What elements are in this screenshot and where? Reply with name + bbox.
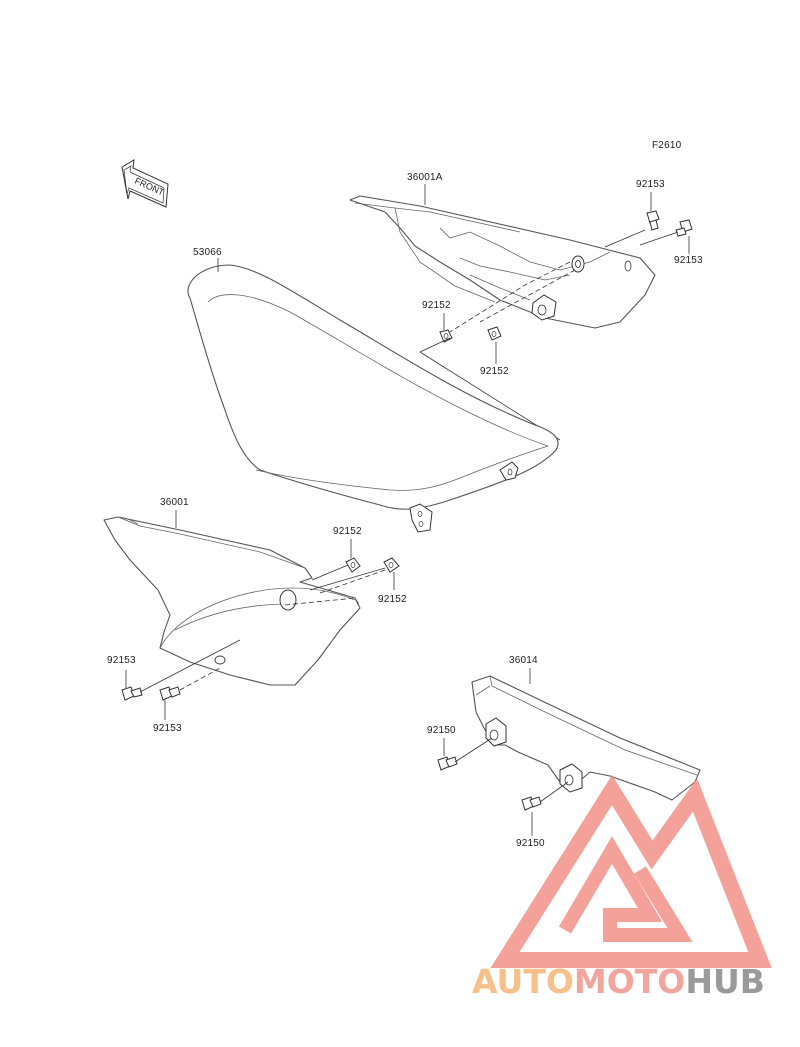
collar-left-upper-icon bbox=[345, 557, 361, 573]
left-side-cover bbox=[103, 516, 361, 686]
front-arrow-icon: FRONT bbox=[121, 159, 169, 208]
bolt-chain-lower-icon bbox=[521, 796, 542, 811]
collar-right-left-icon bbox=[439, 329, 453, 343]
label-bolt-right-upper: 92153 bbox=[636, 179, 665, 190]
label-bolt-chain-upper: 92150 bbox=[427, 725, 456, 736]
bolt-left-lower-icon bbox=[159, 686, 181, 701]
label-bolt-left-lower: 92153 bbox=[153, 723, 182, 734]
label-bolt-left-upper: 92153 bbox=[107, 655, 136, 666]
watermark-hub: HUB bbox=[685, 962, 765, 1001]
chain-cover bbox=[471, 675, 701, 801]
seat bbox=[187, 264, 559, 533]
bolt-chain-upper-icon bbox=[437, 756, 458, 771]
label-cover-left: 36001 bbox=[160, 497, 189, 508]
watermark-auto: AUTO bbox=[472, 962, 574, 1001]
figure-code: F2610 bbox=[652, 140, 682, 151]
label-chain-cover: 36014 bbox=[509, 655, 538, 666]
triangle-logo-icon bbox=[490, 774, 772, 968]
label-seat: 53066 bbox=[193, 247, 222, 258]
label-collar-right-right: 92152 bbox=[480, 366, 509, 377]
watermark-text: AUTOMOTOHUB bbox=[472, 962, 765, 1001]
collar-right-right-icon bbox=[487, 326, 502, 341]
label-collar-right-left: 92152 bbox=[422, 300, 451, 311]
label-bolt-chain-lower: 92150 bbox=[516, 838, 545, 849]
watermark-moto: MOTO bbox=[573, 962, 686, 1001]
label-bolt-right-lower: 92153 bbox=[674, 255, 703, 266]
right-side-cover bbox=[349, 195, 656, 329]
label-collar-left-lower: 92152 bbox=[378, 594, 407, 605]
bolt-right-lower-icon bbox=[675, 219, 693, 237]
label-collar-left-upper: 92152 bbox=[333, 526, 362, 537]
bolt-right-upper-icon bbox=[646, 210, 660, 231]
label-cover-right: 36001A bbox=[407, 172, 443, 183]
bolt-left-upper-icon bbox=[121, 686, 143, 701]
collar-left-lower-icon bbox=[383, 557, 400, 573]
